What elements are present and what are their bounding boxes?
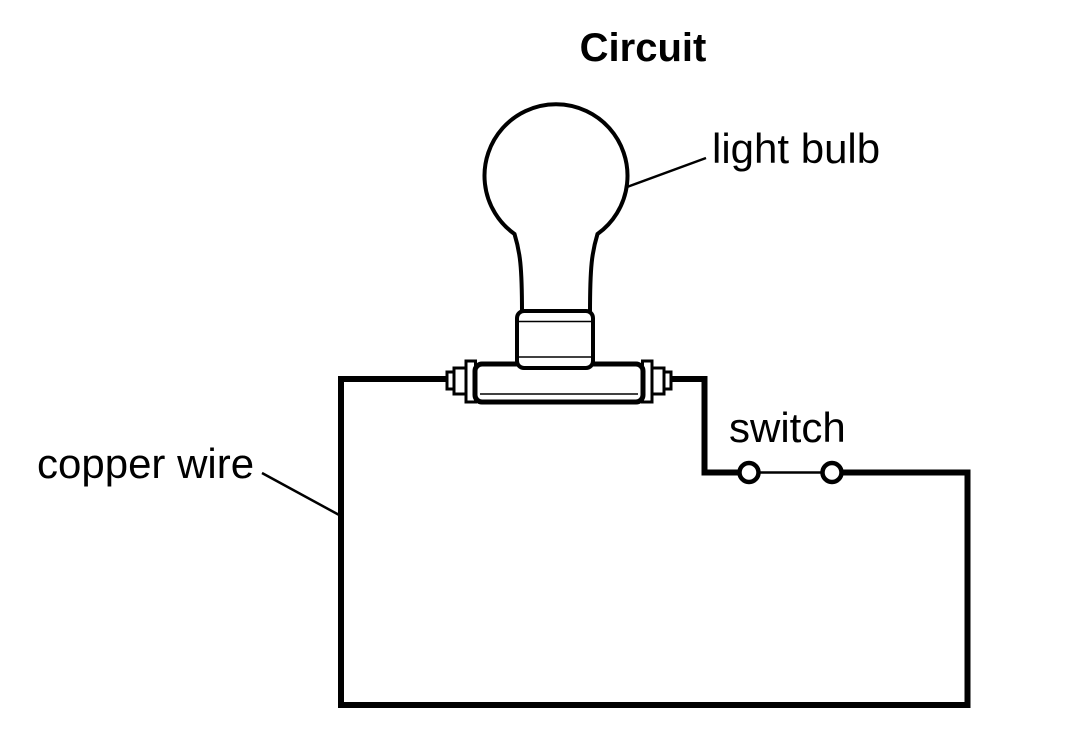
copper-wire-leader-line	[261, 471, 342, 518]
light-bulb-label: light bulb	[712, 125, 880, 172]
diagram-title: Circuit	[580, 26, 707, 70]
copper-wire-label: copper wire	[37, 440, 254, 487]
switch-terminal-left	[737, 460, 761, 485]
switch-terminal-right	[820, 460, 844, 485]
copper-wire-path	[338, 376, 971, 708]
copper-wire-to-switch-path	[670, 376, 740, 476]
light-bulb-leader-line	[626, 156, 707, 189]
bulb-globe	[482, 102, 630, 314]
diagram-labels: Circuit light bulb switch copper wire	[37, 26, 880, 487]
diagram-shapes	[261, 102, 971, 708]
bulb-base	[515, 309, 595, 370]
switch-label: switch	[729, 404, 846, 451]
